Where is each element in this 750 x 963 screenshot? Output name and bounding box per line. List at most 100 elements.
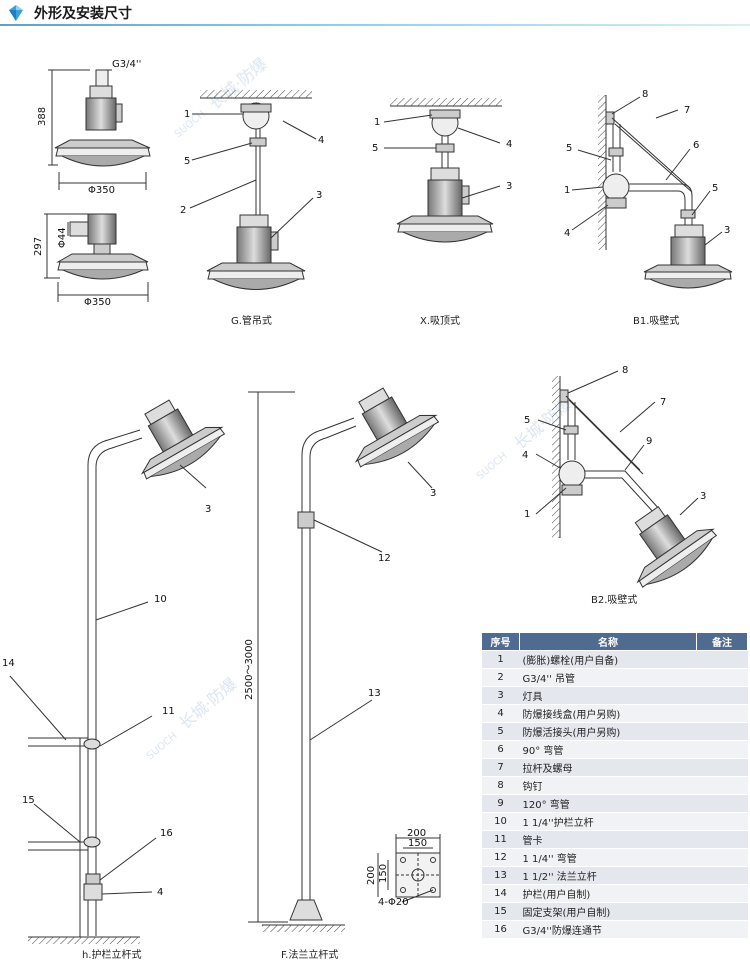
cell-no: 1 (481, 650, 520, 669)
dim-2500-3000: 2500～3000 (244, 639, 255, 700)
cell-note (696, 884, 748, 903)
callout-b2-8: 8 (622, 365, 628, 376)
cell-name: 钩钉 (519, 776, 697, 795)
cell-no: 13 (481, 866, 520, 885)
f-flange-pole-diagram (248, 387, 440, 932)
cell-note (696, 920, 748, 939)
cell-name: 1 1/2'' 法兰立杆 (519, 866, 697, 885)
callout-x-5: 5 (372, 143, 378, 154)
callout-b2-4: 4 (522, 450, 528, 461)
cell-no: 14 (481, 884, 520, 903)
caption-h: h.护栏立杆式 (82, 948, 142, 961)
cell-name: 120° 弯管 (519, 794, 697, 813)
callout-g-5: 5 (184, 156, 190, 167)
callout-g-3: 3 (316, 190, 322, 201)
callout-f-12: 12 (378, 553, 391, 564)
table-row: 1(膨胀)螺栓(用户自备) (481, 650, 748, 669)
cell-no: 2 (481, 668, 520, 687)
callouts-x: 1 5 4 3 (372, 117, 512, 192)
h-guardrail-pole-diagram (9, 399, 226, 944)
watermark-text-3: 长城·防爆 (175, 674, 240, 733)
section-header: 外形及安装尺寸 (0, 0, 750, 26)
dim-200-horizontal: 200 (407, 828, 426, 839)
callout-h-3: 3 (205, 504, 211, 515)
dim-150-vertical: 150 (378, 864, 389, 883)
callout-b2-7: 7 (660, 397, 666, 408)
cell-no: 4 (481, 704, 520, 723)
cell-note (696, 848, 748, 867)
callout-x-3: 3 (506, 181, 512, 192)
g-pipe-hanging-diagram (189, 90, 317, 290)
cell-no: 10 (481, 812, 520, 831)
dim-d350-side: Φ350 (84, 297, 111, 308)
header-rule (0, 24, 750, 26)
callout-f-3: 3 (430, 488, 436, 499)
callout-h-4: 4 (157, 887, 163, 898)
cell-note (696, 758, 748, 777)
cell-no: 15 (481, 902, 520, 921)
cell-name: 防爆接线盒(用户另购) (519, 704, 697, 723)
callout-b1-6: 6 (693, 140, 699, 151)
callouts-g: 1 5 2 4 3 (180, 109, 324, 216)
caption-b1: B1.吸壁式 (633, 314, 679, 327)
dim-4-holes: 4-Φ20 (378, 897, 409, 908)
callout-b2-9: 9 (646, 436, 652, 447)
cell-no: 11 (481, 830, 520, 849)
cell-name: 1 1/4'' 弯管 (519, 848, 697, 867)
section-title: 外形及安装尺寸 (34, 6, 132, 22)
cell-note (696, 704, 748, 723)
cell-no: 16 (481, 920, 520, 939)
callout-b1-4: 4 (564, 228, 570, 239)
front-view-lamp (54, 69, 151, 167)
callout-x-1: 1 (374, 117, 380, 128)
caption-g: G.管吊式 (231, 314, 272, 327)
cell-note (696, 866, 748, 885)
cell-name: 1 1/4''护栏立杆 (519, 812, 697, 831)
callouts-f: 3 12 13 (368, 488, 436, 699)
callout-x-4: 4 (506, 139, 512, 150)
b2-wall-diagram (535, 370, 718, 588)
callout-b2-1: 1 (524, 509, 530, 520)
cell-note (696, 686, 748, 705)
col-header-name: 名称 (519, 632, 697, 651)
callout-b1-8: 8 (642, 89, 648, 100)
cell-note (696, 902, 748, 921)
cell-no: 8 (481, 776, 520, 795)
dim-d350-front: Φ350 (88, 185, 115, 196)
cell-note (696, 812, 748, 831)
callout-b1-5b: 5 (712, 183, 718, 194)
cell-name: 防爆活接头(用户另购) (519, 722, 697, 741)
callout-h-16: 16 (160, 828, 173, 839)
diamond-icon (9, 5, 23, 21)
watermark-latin-2: SUOCH (475, 451, 510, 483)
cell-note (696, 668, 748, 687)
side-view-lamp (56, 213, 149, 280)
callout-b1-1: 1 (564, 185, 570, 196)
cell-no: 6 (481, 740, 520, 759)
cell-name: (膨胀)螺栓(用户自备) (519, 650, 697, 669)
parts-table-header: 序号 名称 备注 (481, 632, 748, 651)
cell-note (696, 650, 748, 669)
caption-f: F.法兰立杆式 (281, 948, 338, 961)
callout-b1-7: 7 (684, 105, 690, 116)
callout-b1-5a: 5 (566, 143, 572, 154)
cell-name: G3/4''防爆连通节 (519, 920, 697, 939)
callout-b2-5: 5 (524, 415, 530, 426)
b1-wall-diagram (571, 95, 733, 289)
watermark-latin-3: SUOCH (145, 731, 180, 763)
cell-note (696, 794, 748, 813)
callout-h-10: 10 (154, 594, 167, 605)
callout-h-15: 15 (22, 795, 35, 806)
callout-h-14: 14 (2, 658, 15, 669)
callout-b1-3: 3 (724, 225, 730, 236)
cell-name: G3/4'' 吊管 (519, 668, 697, 687)
callouts-b2: 8 7 5 9 4 1 3 (522, 365, 706, 520)
